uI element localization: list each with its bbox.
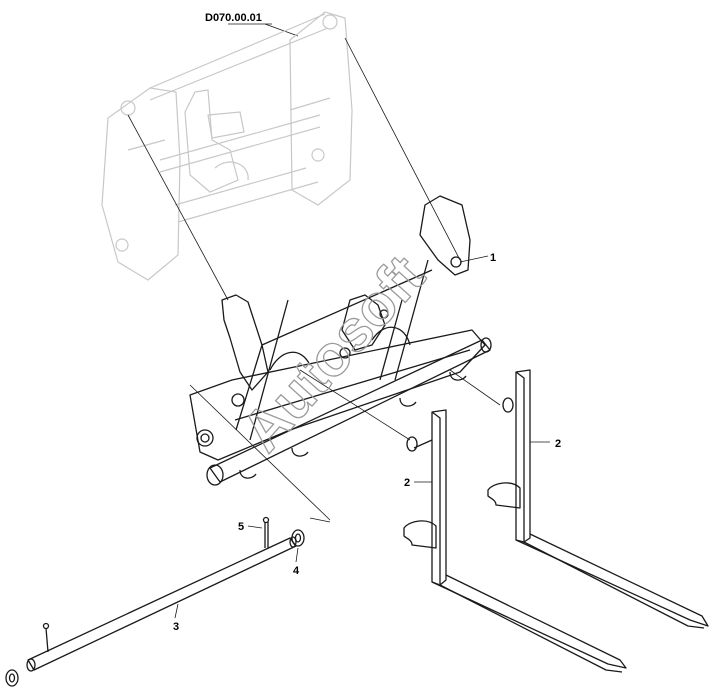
pin-washer-right [502, 397, 514, 413]
part-5-small-pin [262, 516, 270, 548]
watermark: Autosoft [229, 243, 437, 464]
assembly-lines [127, 37, 501, 523]
callout-4: 4 [293, 565, 300, 577]
drawing-number: D070.00.01 [205, 12, 262, 24]
part-2-fork-tine-front [403, 409, 627, 673]
part-1-coupler [189, 195, 492, 486]
part-3-long-pin [5, 536, 297, 687]
drawing-number-leader [264, 23, 299, 37]
callout-3: 3 [173, 621, 179, 633]
callout-2-front: 2 [404, 477, 410, 489]
pin-washer-left [406, 436, 418, 452]
part-4-washer [291, 529, 305, 547]
callout-5: 5 [238, 521, 244, 533]
callout-leaders [174, 255, 550, 619]
part-2-fork-tine-back [487, 369, 709, 629]
callout-2-back: 2 [555, 438, 561, 450]
loader-frame-ghost [101, 11, 353, 281]
callout-1: 1 [490, 252, 496, 264]
